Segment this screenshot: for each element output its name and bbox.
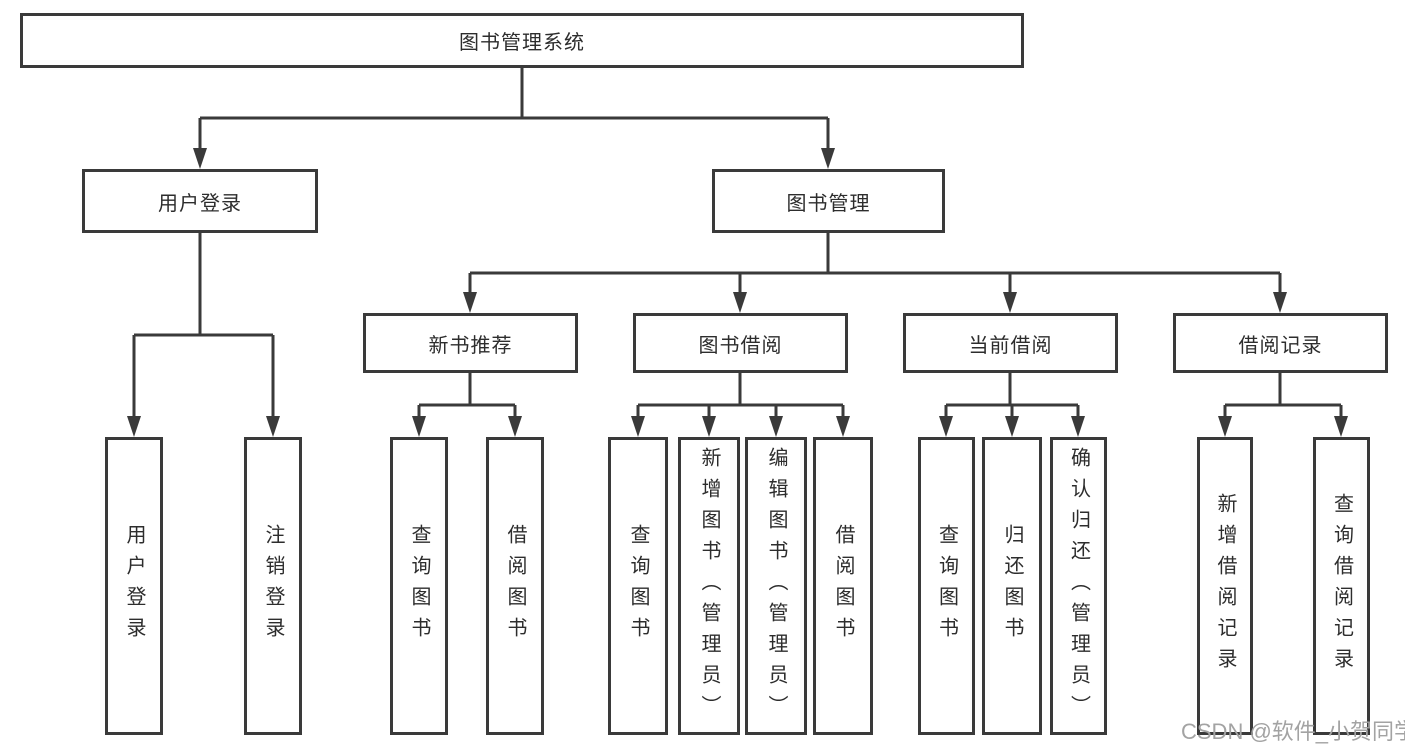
arrow-icon	[127, 416, 141, 437]
leaf-query-books-recommend: 查询图书	[390, 437, 448, 735]
node-new-book-recommendation-label: 新书推荐	[428, 334, 513, 357]
leaf-edit-book-admin-label: 编辑图书（管理员）	[765, 446, 787, 726]
leaf-logout: 注销登录	[244, 437, 302, 735]
arrow-icon	[193, 148, 207, 169]
leaf-query-books-current: 查询图书	[918, 437, 975, 735]
connector-currentborrow-to-leaves	[944, 373, 1080, 418]
node-current-borrowing: 当前借阅	[903, 313, 1118, 373]
arrow-icon	[836, 416, 850, 437]
node-new-book-recommendation: 新书推荐	[363, 313, 578, 373]
node-root-label: 图书管理系统	[459, 32, 585, 54]
arrow-icon	[821, 148, 835, 169]
leaf-borrow-books-recommend-label: 借阅图书	[504, 524, 526, 648]
arrow-icon	[939, 416, 953, 437]
leaf-query-borrow-record-label: 查询借阅记录	[1330, 493, 1353, 679]
leaf-add-borrow-record: 新增借阅记录	[1197, 437, 1253, 735]
arrow-icon	[733, 292, 747, 313]
arrow-icon	[463, 292, 477, 313]
leaf-add-book-admin-label: 新增图书（管理员）	[698, 446, 720, 726]
leaf-query-borrow-record: 查询借阅记录	[1313, 437, 1370, 735]
leaf-add-book-admin: 新增图书（管理员）	[678, 437, 740, 735]
arrow-icon	[1003, 292, 1017, 313]
node-user-login-label: 用户登录	[158, 192, 242, 215]
connector-bookborrow-to-leaves	[636, 373, 845, 418]
leaf-logout-label: 注销登录	[262, 524, 284, 648]
leaf-return-books: 归还图书	[982, 437, 1042, 735]
leaf-add-borrow-record-label: 新增借阅记录	[1214, 493, 1236, 679]
node-borrowing-records: 借阅记录	[1173, 313, 1388, 373]
node-book-borrowing: 图书借阅	[633, 313, 848, 373]
leaf-confirm-return-admin-label: 确认归还（管理员）	[1067, 446, 1090, 726]
leaf-borrow-books-borrowing: 借阅图书	[813, 437, 873, 735]
leaf-user-login: 用户登录	[105, 437, 163, 735]
connector-borrowrecords-to-leaves	[1223, 373, 1343, 418]
arrow-icon	[631, 416, 645, 437]
connector-bookmgmt-to-level3	[468, 233, 1282, 294]
arrow-icon	[412, 416, 426, 437]
leaf-user-login-label: 用户登录	[123, 524, 145, 648]
leaf-return-books-label: 归还图书	[1001, 524, 1023, 648]
arrow-icon	[1334, 416, 1348, 437]
connector-userlogin-to-leaves	[132, 233, 275, 418]
node-book-management-label: 图书管理	[786, 192, 871, 215]
leaf-query-books-recommend-label: 查询图书	[408, 524, 430, 648]
node-root: 图书管理系统	[20, 13, 1024, 68]
leaf-confirm-return-admin: 确认归还（管理员）	[1050, 437, 1107, 735]
leaf-query-books-borrowing-label: 查询图书	[627, 524, 649, 648]
node-book-management: 图书管理	[712, 169, 945, 233]
arrow-icon	[266, 416, 280, 437]
arrow-icon	[1273, 292, 1287, 313]
node-user-login: 用户登录	[82, 169, 318, 233]
arrow-icon	[1071, 416, 1085, 437]
leaf-query-books-current-label: 查询图书	[935, 524, 958, 648]
watermark: CSDN @软件_小贺同学	[1181, 719, 1405, 744]
leaf-borrow-books-borrowing-label: 借阅图书	[832, 524, 854, 648]
leaf-borrow-books-recommend: 借阅图书	[486, 437, 544, 735]
arrow-icon	[1005, 416, 1019, 437]
arrow-icon	[508, 416, 522, 437]
connector-root-to-level2	[198, 68, 830, 150]
arrow-icon	[769, 416, 783, 437]
leaf-edit-book-admin: 编辑图书（管理员）	[745, 437, 807, 735]
node-current-borrowing-label: 当前借阅	[968, 334, 1053, 357]
node-book-borrowing-label: 图书借阅	[698, 334, 783, 357]
leaf-query-books-borrowing: 查询图书	[608, 437, 668, 735]
arrow-icon	[1218, 416, 1232, 437]
arrow-icon	[702, 416, 716, 437]
node-borrowing-records-label: 借阅记录	[1238, 334, 1323, 357]
connector-newbook-to-leaves	[417, 373, 517, 418]
